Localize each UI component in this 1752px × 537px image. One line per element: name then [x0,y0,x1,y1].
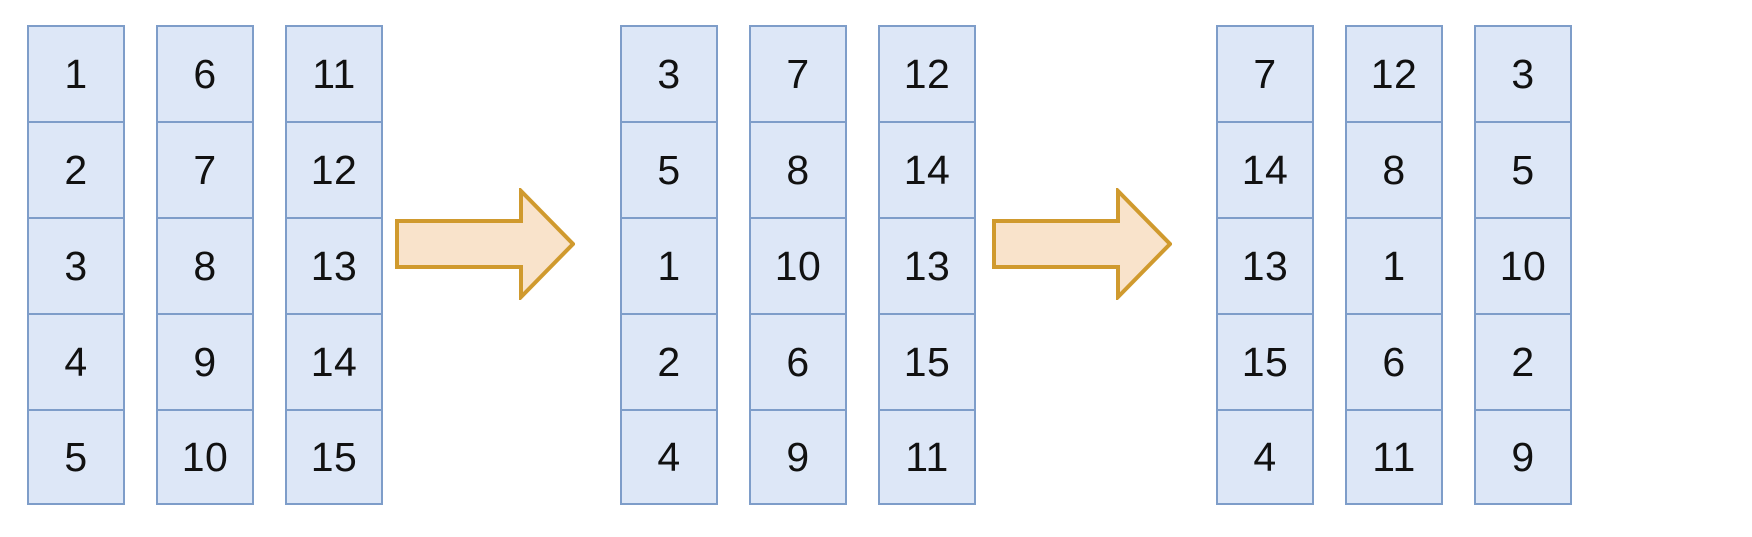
matrix-cell: 11 [878,409,976,505]
arrow-1-right [395,188,575,300]
matrix-cell: 4 [620,409,718,505]
matrix-cell: 2 [1474,313,1572,409]
matrix-cell: 14 [285,313,383,409]
matrix-cell: 12 [878,25,976,121]
matrix-cell: 9 [156,313,254,409]
matrix-cell: 11 [285,25,383,121]
matrix-cell: 3 [620,25,718,121]
matrix-cell: 9 [749,409,847,505]
matrix-cell: 7 [749,25,847,121]
matrix-cell: 5 [620,121,718,217]
matrix-cell: 2 [620,313,718,409]
arrow-2-right [992,188,1172,300]
matrix-cell: 6 [156,25,254,121]
matrix-cell: 5 [27,409,125,505]
matrix-cell: 12 [285,121,383,217]
matrix-cell: 6 [1345,313,1443,409]
matrix-cell: 9 [1474,409,1572,505]
matrix-cell: 1 [620,217,718,313]
matrix-cell: 12 [1345,25,1443,121]
matrix-cell: 14 [1216,121,1314,217]
matrix-cell: 4 [1216,409,1314,505]
matrix-cell: 8 [749,121,847,217]
matrix-cell: 3 [1474,25,1572,121]
matrix-cell: 13 [878,217,976,313]
matrix-cell: 10 [156,409,254,505]
matrix-cell: 8 [156,217,254,313]
matrix-cell: 8 [1345,121,1443,217]
matrix-cell: 15 [878,313,976,409]
matrix-cell: 15 [285,409,383,505]
matrix-cell: 10 [1474,217,1572,313]
matrix-cell: 1 [27,25,125,121]
matrix-cell: 7 [156,121,254,217]
matrix-cell: 14 [878,121,976,217]
arrow-right-icon [992,188,1172,300]
matrix-cell: 7 [1216,25,1314,121]
matrix-cell: 5 [1474,121,1572,217]
matrix-cell: 1 [1345,217,1443,313]
matrix-cell: 6 [749,313,847,409]
matrix-cell: 4 [27,313,125,409]
matrix-cell: 11 [1345,409,1443,505]
matrix-cell: 3 [27,217,125,313]
matrix-cell: 2 [27,121,125,217]
matrix-cell: 15 [1216,313,1314,409]
matrix-cell: 10 [749,217,847,313]
matrix-cell: 13 [285,217,383,313]
arrow-right-icon [395,188,575,300]
matrix-cell: 13 [1216,217,1314,313]
